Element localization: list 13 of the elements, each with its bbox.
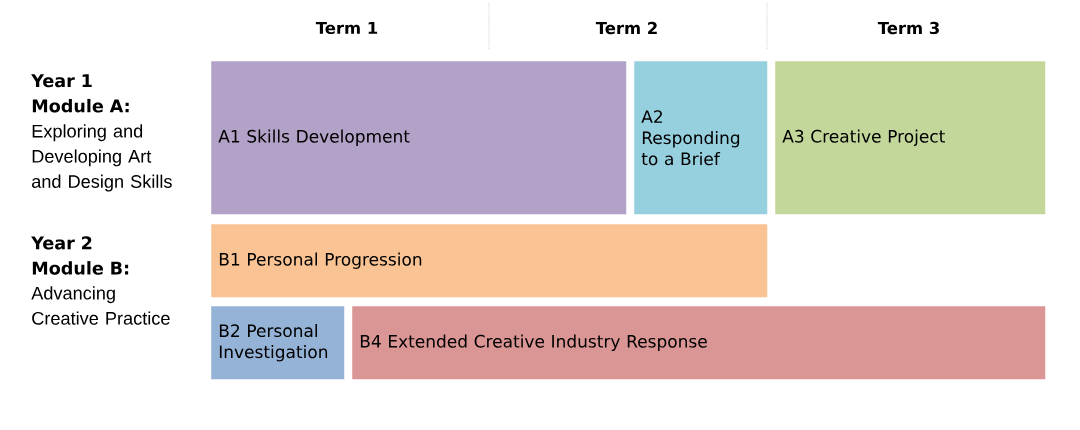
module-box: B2 Personal Investigation [211, 306, 345, 380]
module-description: Exploring and Developing Art and Design Skills [32, 124, 172, 192]
module-box: A3 Creative Project [775, 61, 1046, 215]
module-box: A1 Skills Development [211, 61, 627, 215]
module-heading: Year 2 Module B: [31, 236, 129, 275]
term-heading: Term 3 [877, 21, 939, 35]
module-box: B1 Personal Progression [211, 224, 768, 298]
module-heading: Year 1 Module A: [31, 74, 129, 113]
module-box: B4 Extended Creative Industry Response [352, 306, 1046, 380]
term-heading: Term 2 [595, 21, 657, 35]
term-heading: Term 1 [315, 21, 378, 35]
module-box: A2 Responding to a Brief [634, 61, 768, 215]
module-description: Advancing Creative Practice [31, 286, 170, 325]
